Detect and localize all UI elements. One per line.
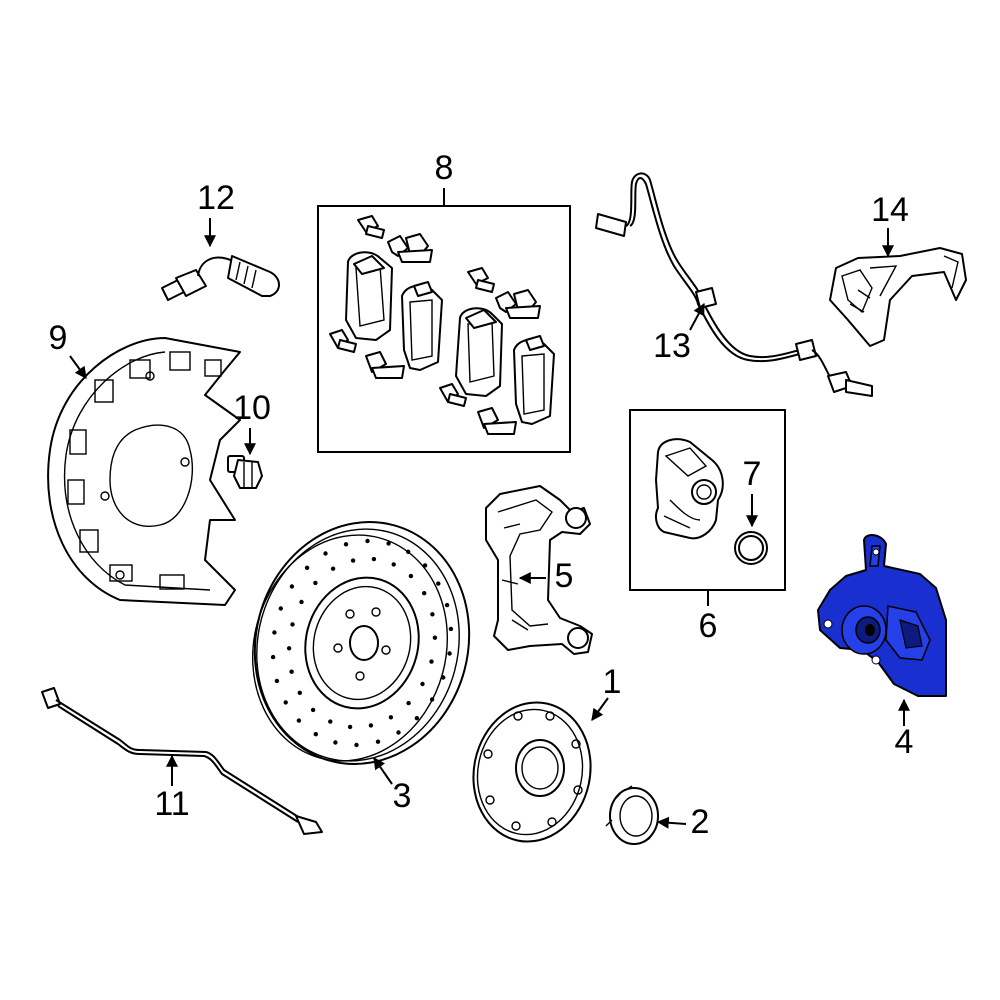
disc-drill-hole: [448, 626, 454, 632]
disc-drill-hole: [296, 718, 302, 723]
disc-drill-hole: [414, 716, 420, 721]
disc-drill-hole: [406, 549, 411, 554]
disc-drill-hole: [354, 742, 359, 748]
disc-drill-hole: [274, 678, 280, 684]
disc-drill-hole: [444, 602, 450, 608]
bracket-part-14[interactable]: [829, 247, 967, 347]
wheel-hub-part-1[interactable]: [461, 691, 604, 852]
disc-drill-hole: [386, 541, 391, 546]
disc-drill-hole: [272, 630, 277, 635]
callout-8: 8: [435, 149, 454, 187]
callout-14: 14: [871, 191, 909, 229]
disc-drill-hole: [330, 566, 336, 571]
disc-drill-hole: [289, 584, 295, 589]
wear-sensor-part-12[interactable]: [161, 255, 280, 301]
disc-drill-hole: [388, 715, 394, 720]
disc-drill-hole: [420, 681, 425, 687]
callout-13: 13: [653, 327, 691, 365]
dust-shield-part-9[interactable]: [47, 337, 241, 606]
disc-drill-hole: [290, 622, 295, 627]
callout-leaders: [69, 188, 910, 829]
disc-drill-hole: [441, 675, 446, 680]
callout-10: 10: [233, 389, 271, 427]
callout-2: 2: [691, 803, 710, 841]
brake-pad-kit-contents[interactable]: [329, 215, 555, 435]
speed-sensor-part-13[interactable]: [595, 172, 873, 397]
disc-drill-hole: [278, 606, 283, 611]
brake-caliper-part-4[interactable]: [817, 534, 947, 697]
disc-drill-hole: [343, 542, 349, 547]
callout-6: 6: [699, 607, 718, 645]
hub-nut-part-2[interactable]: [605, 785, 659, 845]
callout-11: 11: [154, 785, 189, 823]
disc-drill-hole: [365, 538, 370, 544]
caliper-bracket-part-5[interactable]: [485, 485, 593, 655]
callout-3: 3: [393, 777, 412, 815]
disc-drill-hole: [429, 697, 435, 702]
disc-drill-hole: [447, 651, 452, 656]
disc-drill-hole: [422, 591, 427, 596]
callout-5: 5: [555, 557, 574, 595]
callout-4: 4: [895, 723, 914, 761]
disc-drill-hole: [396, 730, 401, 735]
disc-drill-hole: [333, 740, 338, 745]
disc-drill-hole: [406, 700, 411, 706]
disc-drill-hole: [432, 635, 438, 640]
disc-drill-hole: [299, 599, 304, 605]
disc-drill-hole: [270, 654, 276, 660]
disc-drill-hole: [313, 580, 318, 586]
disc-drill-hole: [283, 700, 288, 705]
disc-drill-hole: [422, 563, 428, 568]
callout-12: 12: [197, 179, 235, 217]
disc-drill-hole: [375, 739, 381, 744]
actuator-kit-contents[interactable]: [655, 438, 768, 565]
brake-disc-part-3[interactable]: [228, 498, 496, 789]
disc-drill-hole: [323, 551, 328, 556]
disc-drill-hole: [289, 669, 294, 674]
disc-drill-hole: [371, 556, 377, 562]
disc-drill-hole: [436, 581, 441, 586]
disc-drill-hole: [368, 723, 374, 728]
disc-drill-hole: [347, 724, 353, 730]
disc-drill-hole: [286, 646, 292, 651]
disc-drill-hole: [313, 732, 318, 737]
disc-drill-hole: [350, 558, 356, 563]
disc-drill-hole: [304, 565, 310, 570]
callout-1: 1: [603, 663, 622, 701]
disc-drill-hole: [429, 659, 434, 664]
disc-drill-hole: [328, 719, 333, 724]
callout-7: 7: [743, 455, 762, 493]
callout-9: 9: [49, 319, 68, 357]
bolt-part-10[interactable]: [227, 455, 263, 489]
disc-drill-hole: [430, 612, 435, 617]
disc-drill-hole: [391, 562, 396, 567]
disc-drill-hole: [310, 707, 316, 713]
disc-drill-hole: [297, 690, 302, 695]
disc-drill-hole: [408, 573, 414, 579]
